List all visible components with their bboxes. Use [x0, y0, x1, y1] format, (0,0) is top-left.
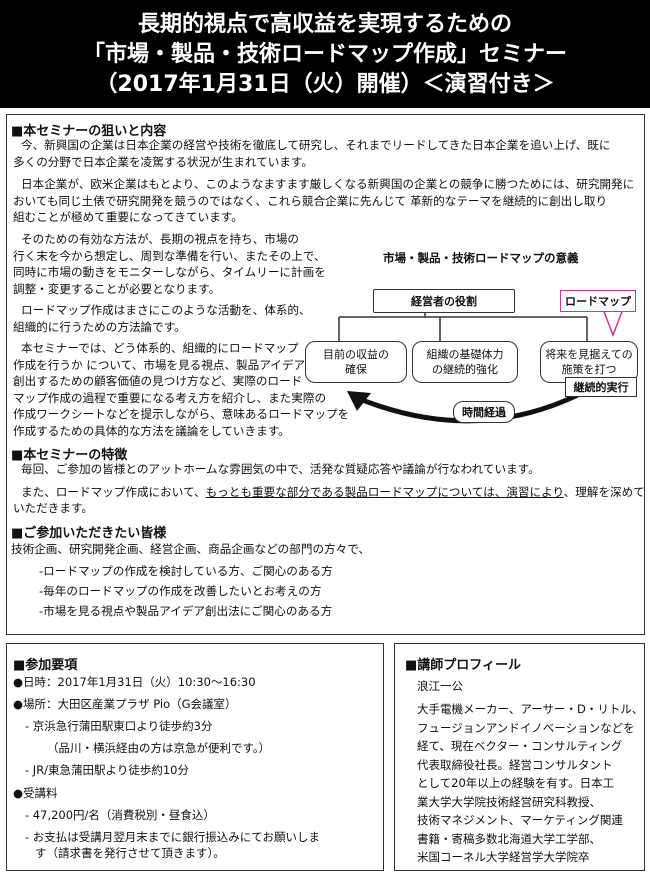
text-line: 作成を行うか について、市場を見る視点、製品アイデアを	[13, 357, 317, 372]
section-aims-title: ■本セミナーの狙いと内容	[11, 124, 167, 139]
text-line: 調整・変更することが必要となります。	[13, 281, 221, 296]
instructor-name: 浪江一公	[417, 679, 463, 693]
place-row: ●場所：大田区産業プラザ Pio（G会議室）	[13, 696, 237, 713]
place-label: ●場所：	[13, 697, 58, 711]
node-future-measures: 将来を見据えての 施策を打つ	[540, 341, 638, 383]
node-label: 目前の収益の	[323, 348, 389, 361]
features-paragraph: 毎回、ご参加の皆様とのアットホームな雰囲気の中で、活発な質疑応答や議論が行なわれ…	[13, 461, 645, 517]
text-line: おいても同じ土俵で研究開発を競うのではなく、これら競合企業に先んじて 革新的なテ…	[13, 193, 608, 208]
bio-line: 技術マネジメント、マーケティング関連	[417, 813, 623, 827]
title-line-1: 長期的視点で高収益を実現するための	[137, 12, 512, 37]
label-text: 継続的実行	[573, 381, 629, 394]
date-value: 2017年1月31日（火）10:30～16:30	[57, 675, 256, 689]
aims-paragraph-3: そのための有効な方法が、長期の視点を持ち、市場の 行く末を今から想定し、周到な準…	[13, 231, 326, 297]
section-features-title: ■本セミナーの特徴	[11, 448, 128, 463]
participation-details-box: ■参加要項 ●日時：2017年1月31日（火）10:30～16:30 ●場所：大…	[6, 643, 384, 871]
payment-line-2: す（請求書を発行させて頂きます）。	[35, 846, 225, 860]
list-item: -毎年のロードマップの作成を改善したいとお考えの方	[39, 584, 322, 598]
text-line: 組むことが極めて重要になってきています。	[13, 210, 243, 224]
bio-line: 大手電機メーカー、アーサー・D・リトル、	[417, 702, 644, 716]
label-text: 時間経過	[462, 406, 506, 419]
bio-line: 業大学大学院技術経営研究科教授、	[417, 794, 601, 809]
text-line: 同時に市場の動きをモニターしながら、タイムリーに計画を	[13, 265, 326, 279]
access-keikyu: - 京浜急行蒲田駅東口より徒歩約3分	[25, 719, 213, 733]
aims-paragraph-5: 本セミナーでは、どう体系的、組織的にロードマップ 作成を行うか について、市場を…	[13, 340, 349, 439]
details-title: ■参加要項	[13, 658, 78, 673]
bio-line: として20年以上の経験を有す。日本工	[417, 776, 615, 790]
text-line: 作成するための具体的な方法を議論をしていきます。	[13, 423, 290, 438]
text-line: ロードマップ作成はまさにこのような活動を、体系的、	[21, 303, 311, 317]
text-line: また、ロードマップ作成において、もっとも重要な部分である製品ロードマップについて…	[21, 484, 645, 501]
text-line: 作成ワークシートなどを提示しながら、意味あるロードマップを	[13, 407, 350, 421]
aims-paragraph-2: 日本企業が、欧米企業はもとより、このようなますます厳しくなる新興国の企業との競争…	[13, 176, 635, 226]
text-line: そのための有効な方法が、長期の視点を持ち、市場の	[21, 232, 300, 246]
title-line-2: 「市場・製品・技術ロードマップ作成」セミナー	[82, 42, 567, 67]
section-audience-title: ■ご参加いただきたい皆様	[11, 526, 167, 541]
text-segment: また、ロードマップ作成において、	[21, 484, 206, 499]
node-organization-strength: 組織の基礎体力 の継続的強化	[412, 341, 518, 383]
figure-title: 市場・製品・技術ロードマップの意義	[383, 251, 579, 265]
bio-line: 書籍・寄稿多数北海道大学工学部、	[417, 831, 601, 846]
bio-line: フュージョンアンドイノベーションなどを	[417, 720, 635, 735]
text-line: 日本企業が、欧米企業はもとより、このようなますます厳しくなる新興国の企業との競争…	[21, 177, 635, 191]
aims-paragraph-4: ロードマップ作成はまさにこのような活動を、体系的、 組織的に行うための方法論です…	[13, 302, 311, 335]
text-line: 毎回、ご参加の皆様とのアットホームな雰囲気の中で、活発な質疑応答や議論が行なわれ…	[21, 462, 540, 476]
text-line: 行く末を今から想定し、周到な準備を行い、またその上で、	[13, 248, 326, 263]
time-elapsed-label: 時間経過	[453, 401, 515, 423]
bio-line: 米国コーネル大学経営学大学院卒	[417, 850, 590, 864]
fee-label: ●受講料	[13, 786, 58, 800]
fee-value: - 47,200円/名（消費税別・昼食込）	[25, 808, 215, 822]
underlined-segment: もっとも重要な部分である製品ロードマップについては、演習により	[205, 484, 564, 499]
title-line-3: （2017年1月31日（火）開催）＜演習付き＞	[95, 72, 555, 97]
node-label: 経営者の役割	[411, 294, 477, 308]
main-content-box: ■本セミナーの狙いと内容 今、新興国の企業は日本企業の経営や技術を徹底して研究し…	[6, 114, 645, 635]
text-line: 組織的に行うための方法論です。	[13, 319, 186, 334]
place-value: 大田区産業プラザ Pio（G会議室）	[57, 697, 237, 711]
date-row: ●日時：2017年1月31日（火）10:30～16:30	[13, 674, 256, 691]
aims-paragraph-1: 今、新興国の企業は日本企業の経営や技術を徹底して研究し、それまでリードしてきた日…	[13, 137, 611, 170]
text-line: マップ作成の過程で重要になる考え方を紹介し、また実際の	[13, 390, 327, 405]
audience-list: -ロードマップの作成を検討している方、ご関心のある方 -毎年のロードマップの作成…	[39, 561, 333, 621]
text-segment: 、理解を深めて	[563, 484, 645, 499]
instructor-bio: 大手電機メーカー、アーサー・D・リトル、 フュージョンアンドイノベーションなどを…	[417, 700, 643, 867]
profile-title: ■講師プロフィール	[405, 658, 522, 673]
date-label: ●日時：	[13, 675, 58, 689]
node-label: の継続的強化	[432, 363, 498, 376]
bio-line: 代表取締役社長。経営コンサルタント	[417, 757, 613, 772]
node-management-role: 経営者の役割	[373, 289, 515, 313]
continuous-execution-label: 継続的実行	[565, 377, 637, 397]
title-banner: 長期的視点で高収益を実現するための 「市場・製品・技術ロードマップ作成」セミナー…	[0, 0, 650, 108]
access-jr: - JR/東急蒲田駅より徒歩約10分	[25, 763, 189, 777]
text-line: 今、新興国の企業は日本企業の経営や技術を徹底して研究し、それまでリードしてきた日…	[21, 138, 611, 152]
audience-intro: 技術企画、研究開発企画、経営企画、商品企画などの部門の方々で、	[11, 542, 370, 556]
list-item: -市場を見る視点や製品アイデア創出法にご関心のある方	[39, 604, 333, 618]
roadmap-callout: ロードマップ	[560, 290, 636, 312]
node-short-term-profit: 目前の収益の 確保	[305, 341, 407, 383]
payment-line-1: - お支払は受講月翌月末までに銀行振込みにてお願いしま	[25, 830, 320, 844]
bio-line: 経て、現在ベクター・コンサルティング	[417, 739, 623, 753]
text-line: 創出するための顧客価値の見つけ方など、実際のロード	[13, 374, 303, 388]
text-line: いただきます。	[13, 501, 93, 515]
node-label: 確保	[345, 363, 367, 376]
list-item: -ロードマップの作成を検討している方、ご関心のある方	[39, 564, 333, 578]
node-label: 将来を見据えての	[545, 348, 633, 361]
text-line: 本セミナーでは、どう体系的、組織的にロードマップ	[21, 341, 299, 355]
text-line: 多くの分野で日本企業を凌駕する状況が生まれています。	[13, 154, 313, 169]
callout-label: ロードマップ	[565, 295, 631, 308]
node-label: 組織の基礎体力	[426, 348, 504, 361]
instructor-profile-box: ■講師プロフィール 浪江一公 大手電機メーカー、アーサー・D・リトル、 フュージ…	[394, 643, 645, 871]
access-keikyu-note: （品川・横浜経由の方は京急が便利です。）	[47, 741, 271, 755]
node-label: 施策を打つ	[561, 363, 617, 376]
